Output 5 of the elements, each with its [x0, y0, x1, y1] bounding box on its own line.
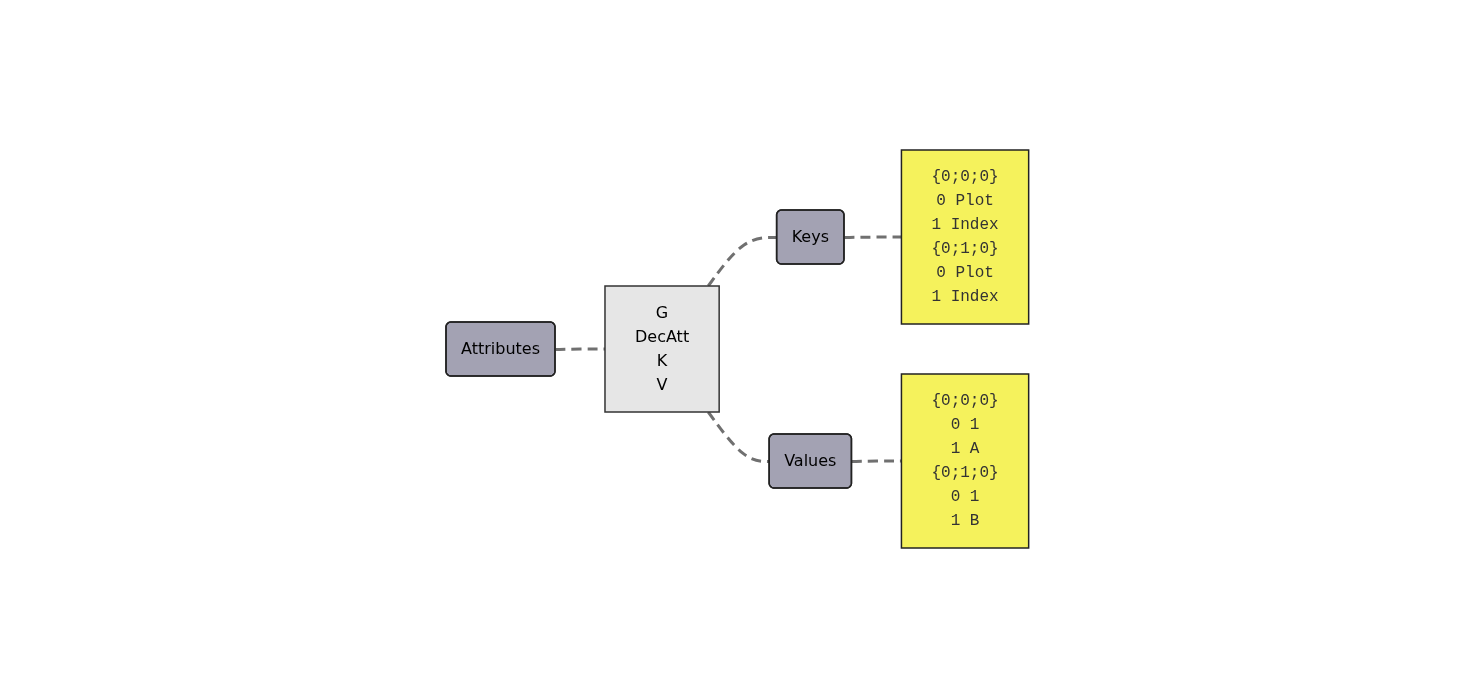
connector: [844, 235, 902, 239]
node-box: G DecAtt K V: [604, 284, 721, 413]
connector: [707, 410, 770, 463]
node-box: {0;0;0} 0 Plot 1 Index {0;1;0} 0 Plot 1 Index: [900, 148, 1030, 325]
node-box: {0;0;0} 0 1 1 A {0;1;0} 0 1 1 B: [900, 372, 1030, 549]
